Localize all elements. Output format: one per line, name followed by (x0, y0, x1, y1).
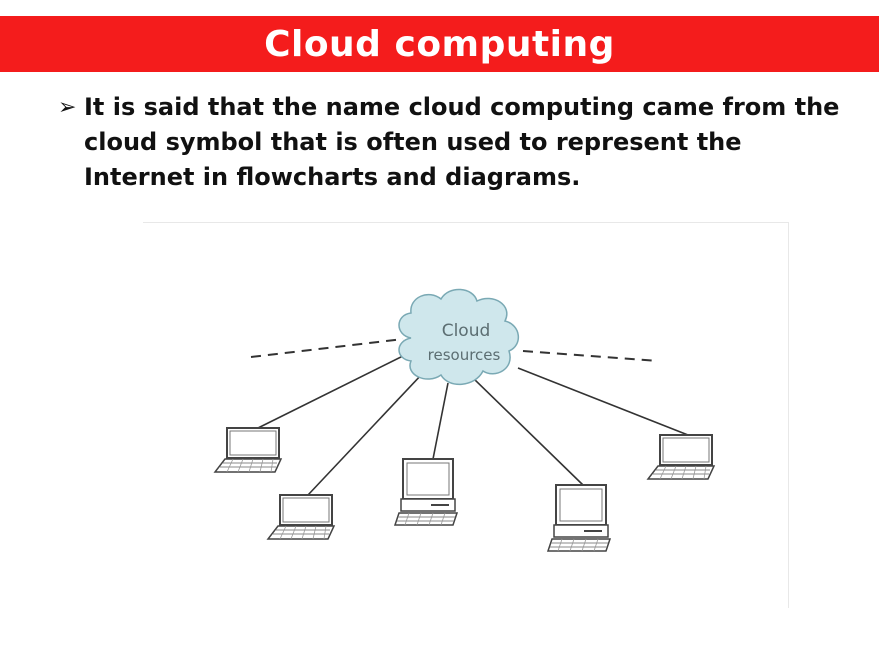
laptop-icon-1 (214, 427, 282, 473)
bullet-text: It is said that the name cloud computing… (84, 93, 840, 191)
desktop-computer-icon-2 (547, 484, 611, 552)
title-bar: Cloud computing (0, 16, 879, 72)
dashed-line-left (250, 338, 404, 358)
cloud-label-line1: Cloud (442, 321, 491, 341)
arrow-bullet-icon: ➢ (58, 95, 77, 120)
bullet-point: ➢ It is said that the name cloud computi… (58, 90, 858, 195)
link-line-3 (432, 382, 449, 460)
cloud-network-diagram: Cloud resources (143, 222, 789, 608)
laptop-icon-2 (267, 494, 335, 540)
cloud-label-line2: resources (428, 346, 501, 364)
laptop-icon-3 (647, 434, 715, 480)
diagram-canvas: Cloud resources (214, 288, 715, 552)
slide-title: Cloud computing (264, 23, 615, 65)
link-line-2 (307, 372, 424, 496)
cloud-icon (398, 288, 519, 385)
link-line-1 (255, 350, 414, 430)
desktop-computer-icon-1 (394, 458, 458, 526)
dashed-line-right (522, 350, 659, 362)
link-line-5 (517, 367, 689, 436)
link-line-4 (472, 377, 584, 486)
